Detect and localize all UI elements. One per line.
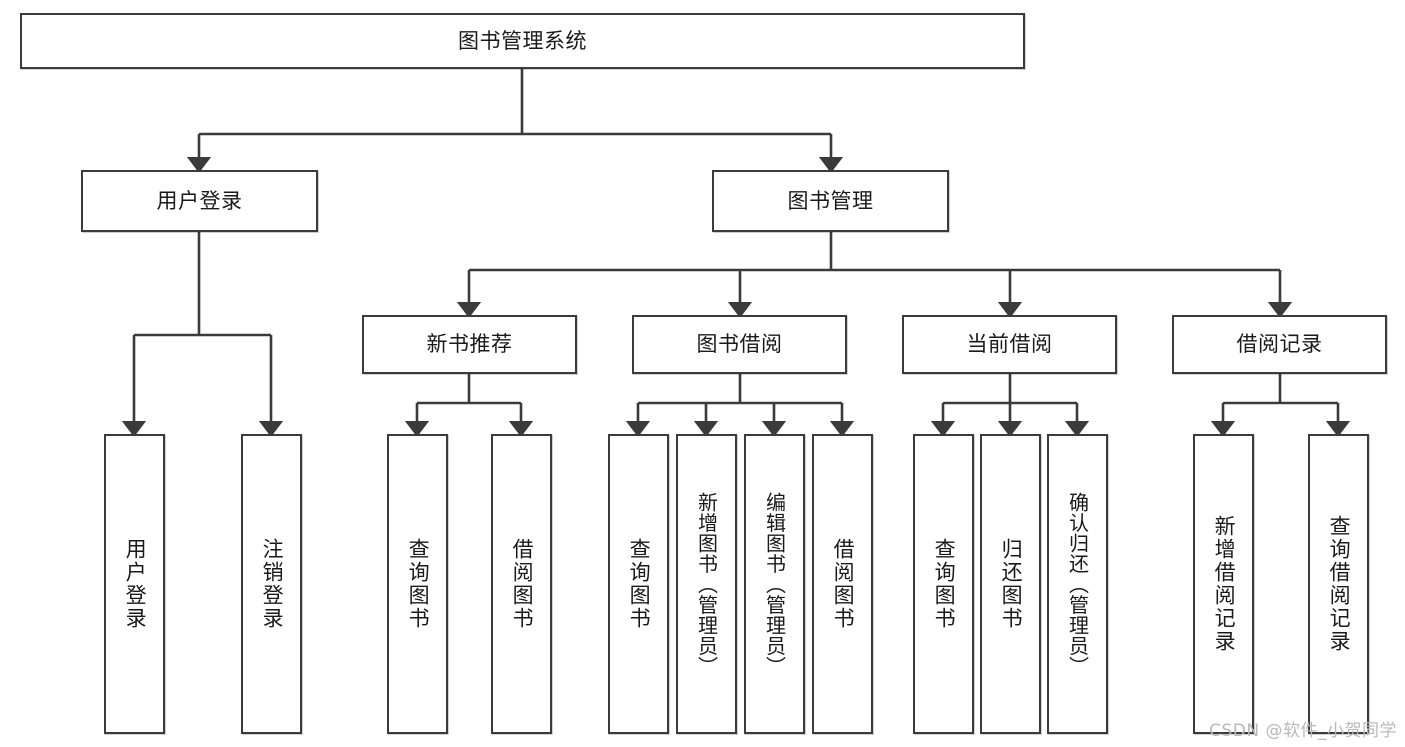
node-leaf-edit-book-label: 编辑图书（管理员） (762, 491, 787, 677)
node-leaf-borrow-book-1[interactable]: 借阅图书 (491, 434, 552, 734)
node-book-borrow[interactable]: 图书借阅 (632, 315, 847, 374)
node-leaf-query-record-label: 查询借阅记录 (1327, 515, 1352, 653)
node-borrow-record[interactable]: 借阅记录 (1172, 315, 1387, 374)
node-leaf-confirm-return-label: 确认归还（管理员） (1065, 491, 1090, 677)
node-book-borrow-label: 图书借阅 (696, 332, 783, 357)
node-leaf-user-login[interactable]: 用户登录 (104, 434, 165, 734)
node-borrow-record-label: 借阅记录 (1236, 332, 1323, 357)
node-leaf-borrow-book-1-label: 借阅图书 (510, 538, 535, 630)
node-current-borrow[interactable]: 当前借阅 (902, 315, 1117, 374)
node-leaf-add-book[interactable]: 新增图书（管理员） (676, 434, 737, 734)
node-leaf-query-book-2-label: 查询图书 (627, 538, 652, 630)
node-leaf-borrow-book-2[interactable]: 借阅图书 (812, 434, 873, 734)
node-user-login[interactable]: 用户登录 (81, 170, 318, 232)
node-leaf-add-book-label: 新增图书（管理员） (694, 491, 719, 677)
node-leaf-borrow-book-2-label: 借阅图书 (831, 538, 856, 630)
node-leaf-return-book[interactable]: 归还图书 (980, 434, 1041, 734)
node-new-book-recommend-label: 新书推荐 (426, 332, 513, 357)
node-book-management-label: 图书管理 (787, 188, 874, 213)
node-leaf-add-record[interactable]: 新增借阅记录 (1193, 434, 1254, 734)
node-leaf-logout-login[interactable]: 注销登录 (241, 434, 302, 734)
node-leaf-add-record-label: 新增借阅记录 (1212, 515, 1237, 653)
node-current-borrow-label: 当前借阅 (966, 332, 1053, 357)
node-leaf-confirm-return[interactable]: 确认归还（管理员） (1047, 434, 1108, 734)
node-new-book-recommend[interactable]: 新书推荐 (362, 315, 577, 374)
node-user-login-label: 用户登录 (156, 188, 243, 213)
node-leaf-query-book-3-label: 查询图书 (932, 538, 957, 630)
node-root-label: 图书管理系统 (458, 28, 587, 53)
node-leaf-logout-login-label: 注销登录 (260, 538, 285, 630)
node-leaf-query-book-3[interactable]: 查询图书 (913, 434, 974, 734)
node-leaf-query-book-2[interactable]: 查询图书 (608, 434, 669, 734)
node-book-management[interactable]: 图书管理 (712, 170, 949, 232)
node-leaf-query-book-1[interactable]: 查询图书 (387, 434, 448, 734)
node-leaf-return-book-label: 归还图书 (999, 538, 1024, 630)
node-leaf-edit-book[interactable]: 编辑图书（管理员） (744, 434, 805, 734)
node-leaf-query-record[interactable]: 查询借阅记录 (1308, 434, 1369, 734)
node-root[interactable]: 图书管理系统 (20, 13, 1025, 69)
node-leaf-query-book-1-label: 查询图书 (406, 538, 431, 630)
node-leaf-user-login-label: 用户登录 (123, 538, 148, 630)
